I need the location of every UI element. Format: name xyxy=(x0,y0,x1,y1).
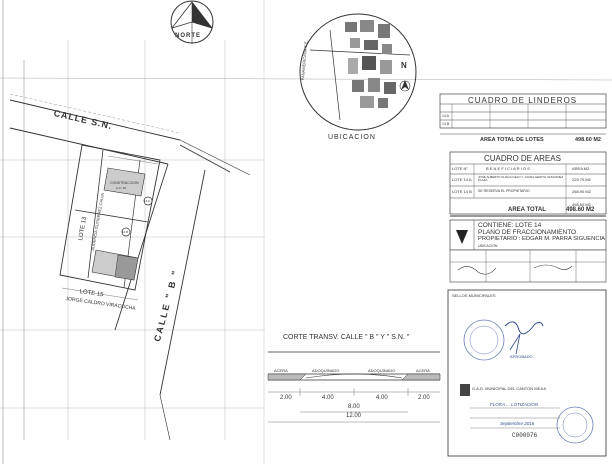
stamp-number: C000076 xyxy=(512,432,538,439)
location-map xyxy=(299,13,417,131)
areas-header-area: AREA M2 xyxy=(572,166,590,171)
section-title: CORTE TRANSV. CALLE " B " Y " S.N. " xyxy=(283,334,410,341)
areas-total-label: AREA TOTAL xyxy=(508,207,546,213)
section-calzada-right: ADOQUINADO xyxy=(368,368,396,373)
stamp-handwritten-2: Septiembre 2016 xyxy=(500,421,535,426)
section-acera-right: ACERA xyxy=(416,368,430,373)
north-label: NORTE xyxy=(175,33,201,39)
north-arrow-icon xyxy=(170,0,214,44)
stamp-municipality: G.A.D. MUNICIPAL DEL CANTON MEJIA xyxy=(472,386,547,391)
section-dim-2: 4.00 xyxy=(322,395,334,401)
areas-row-1-area: 229.70 M2 xyxy=(572,177,591,182)
linderos-row-1: 14 A xyxy=(442,114,450,118)
section-dim-total: 12.00 xyxy=(346,413,362,419)
stamp-approved: APROBADO xyxy=(510,354,533,359)
section-dim-1: 2.00 xyxy=(280,395,292,401)
section-calzada-left: ADOQUINADO xyxy=(312,368,340,373)
title-ubicacion: UBICACION xyxy=(478,244,498,248)
lot-14b-label: 14 B xyxy=(122,230,129,234)
areas-table xyxy=(449,151,607,217)
areas-header-lote: LOTE N° xyxy=(452,166,469,171)
linderos-area-value: 498.60 M2 xyxy=(575,137,601,143)
areas-row-2-area: 268.90 M2 xyxy=(572,189,591,194)
areas-row-2-benef: SE RESERVA EL PROPIETARIO xyxy=(478,189,530,193)
areas-row-2-lote: LOTE 14 B xyxy=(452,189,472,194)
lot-14a-label: 14 A xyxy=(144,199,151,203)
section-dim-mid: 8.00 xyxy=(348,404,360,410)
linderos-table xyxy=(439,93,607,135)
lot-block xyxy=(59,144,161,301)
linderos-area-label: AREA TOTAL DE LOTES xyxy=(480,137,544,143)
title-block-frame xyxy=(449,219,607,283)
areas-row-1-lote: LOTE 14 A xyxy=(452,177,472,182)
building-area-label: A.C. 30 xyxy=(116,186,127,190)
areas-title: CUADRO DE AREAS xyxy=(484,154,561,163)
location-north: N xyxy=(401,61,407,70)
areas-row-1-benef: JOSE ALBERTO CHACA GELO Y JUANA GENITH V… xyxy=(478,175,564,183)
linderos-title: CUADRO DE LINDEROS xyxy=(468,96,578,105)
areas-total-value: 498.60 M2 xyxy=(566,207,595,213)
title-propietario: PROPIETARIO : EDGAR M. PARRA SIGUENCIA xyxy=(478,236,606,242)
stamp-handwritten-1: FLORA ... LOTIZACION xyxy=(490,402,539,407)
title-plano: PLANO DE FRACCIONAMIENTO xyxy=(478,229,577,236)
cross-section xyxy=(267,351,441,423)
section-dim-3: 4.00 xyxy=(376,395,388,401)
stamp-frame xyxy=(447,289,607,457)
title-contiene: CONTIENE: LOTE 14 xyxy=(478,222,542,229)
areas-subtotal: 498.60 M2 xyxy=(572,202,591,207)
building-label: CONSTRUCCION xyxy=(110,181,139,185)
section-dim-4: 2.00 xyxy=(418,395,430,401)
stamp-header: SELLOS MUNICIPALES xyxy=(452,293,496,298)
areas-header-benef: B E N E F I C I A R I O S xyxy=(486,166,530,171)
linderos-row-2: 14 B xyxy=(442,122,450,126)
location-title: UBICACION xyxy=(328,134,376,141)
section-acera-left: ACERA xyxy=(274,368,288,373)
